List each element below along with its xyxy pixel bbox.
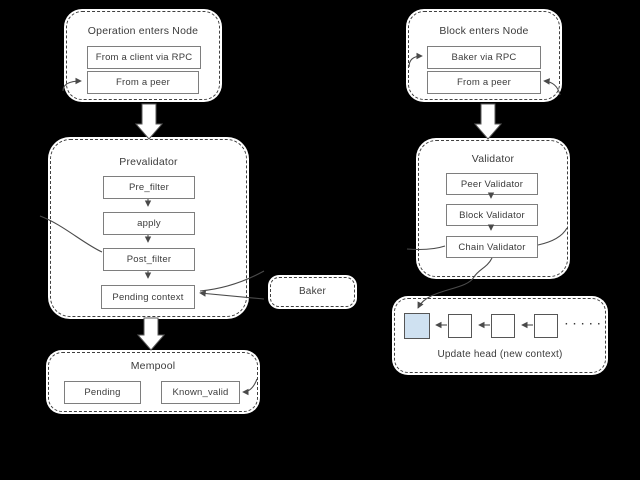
group-mempool: Mempool Pending Known_valid [48,352,258,412]
validator-title: Validator [471,153,515,165]
group-validator: Validator Peer Validator Block Validator… [418,140,568,277]
block-enters-node-title: Block enters Node [439,25,529,37]
block-arrow-down-right-top [473,103,503,140]
baker-title: Baker [298,286,327,297]
block-validator-box: Block Validator [446,204,538,226]
mempool-title: Mempool [130,360,176,372]
baker-via-rpc-box: Baker via RPC [427,46,541,69]
block-arrow-down-left-mid [136,317,166,351]
block-arrow-down-left-top [134,103,164,140]
known-valid-box: Known_valid [161,381,240,404]
prevalidator-title: Prevalidator [119,156,178,168]
from-peer-box-right: From a peer [427,71,541,94]
group-block-enters-node: Block enters Node Baker via RPC From a p… [408,11,560,100]
from-peer-box-left: From a peer [87,71,199,94]
from-client-rpc-box: From a client via RPC [87,46,201,69]
head-block-square [404,313,430,339]
group-update-head: · · · · · Update head (new context) [394,298,606,373]
post-filter-box: Post_filter [103,248,195,271]
block-square [534,314,558,338]
operation-enters-node-title: Operation enters Node [87,25,199,37]
pre-filter-box: Pre_filter [103,176,195,199]
chain-ellipsis: · · · · · [565,319,602,330]
pending-context-box: Pending context [101,285,195,309]
group-operation-enters-node: Operation enters Node From a client via … [66,11,220,100]
chain-validator-box: Chain Validator [446,236,538,258]
group-prevalidator: Prevalidator Pre_filter apply Post_filte… [50,139,247,317]
group-baker: Baker [270,277,355,307]
peer-validator-box: Peer Validator [446,173,538,195]
apply-box: apply [103,212,195,235]
update-head-caption: Update head (new context) [437,349,563,360]
block-square [491,314,515,338]
pending-box: Pending [64,381,141,404]
block-square [448,314,472,338]
